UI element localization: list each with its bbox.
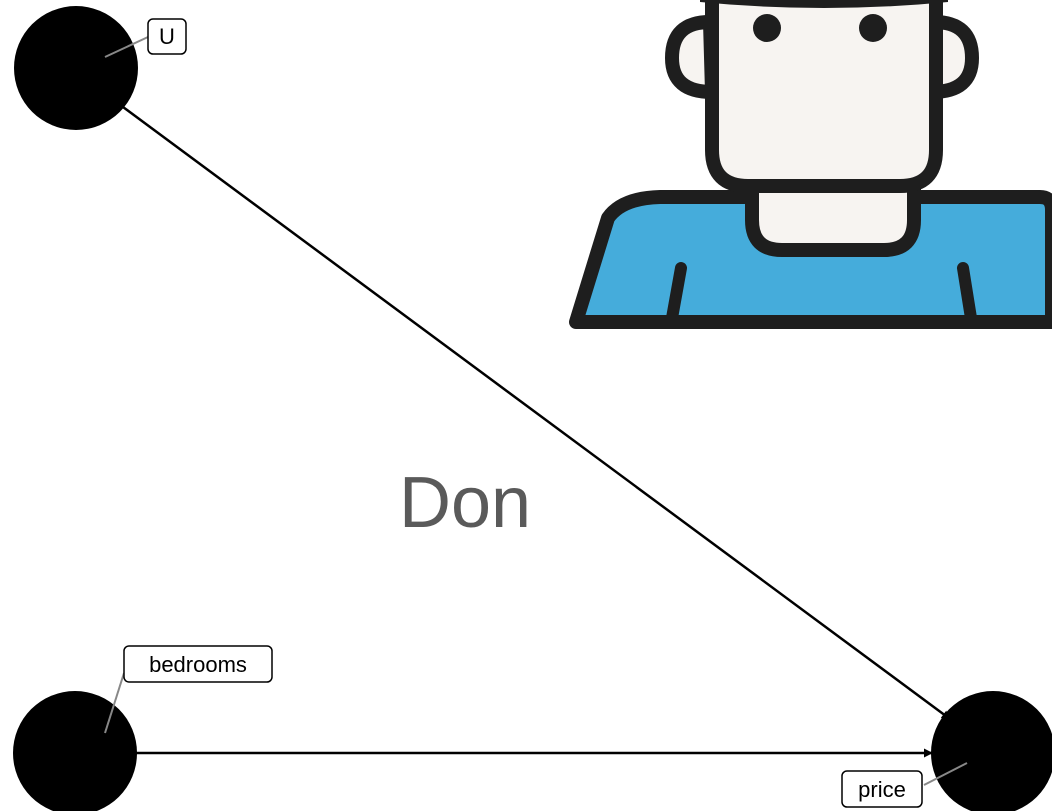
node-label-bedrooms: bedrooms xyxy=(149,652,247,677)
right-arm-crease xyxy=(963,268,971,318)
node-label-price: price xyxy=(858,777,906,802)
right-eye xyxy=(859,14,887,42)
person-avatar-icon xyxy=(576,0,1052,322)
face-shape xyxy=(712,0,936,186)
node-label-U: U xyxy=(159,24,175,49)
node-U[interactable] xyxy=(14,6,138,130)
diagram-caption: Don xyxy=(399,463,531,543)
node-price[interactable] xyxy=(931,691,1052,811)
left-eye xyxy=(753,14,781,42)
node-bedrooms[interactable] xyxy=(13,691,137,811)
